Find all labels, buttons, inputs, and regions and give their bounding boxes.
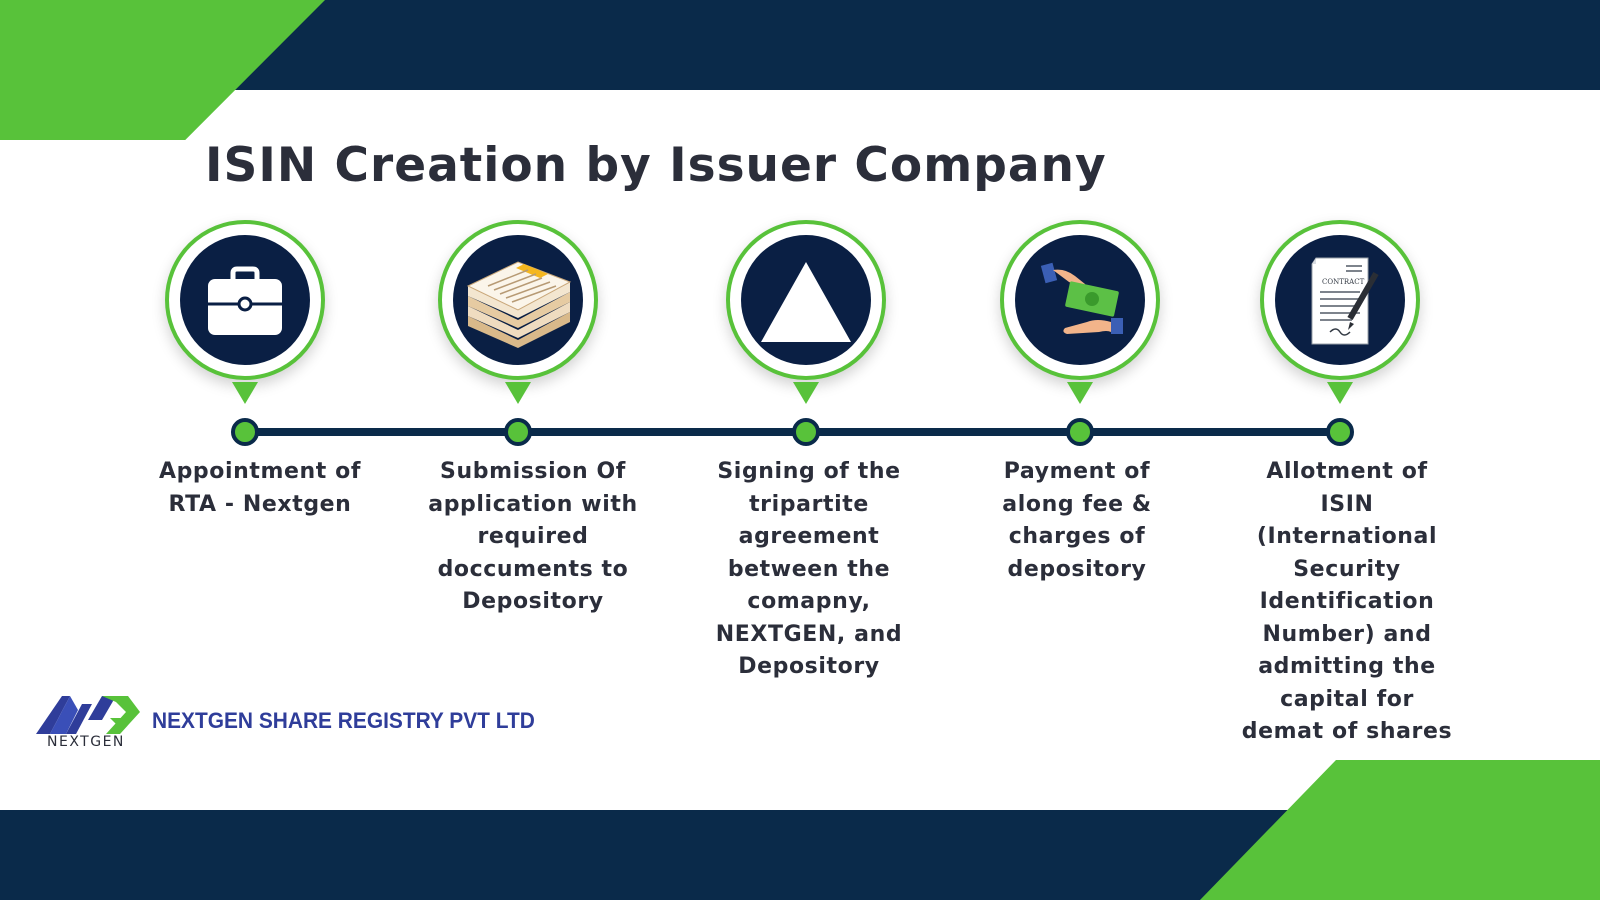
step-2-badge (438, 220, 598, 380)
step-1-label: Appointment of RTA - Nextgen (158, 459, 362, 517)
company-logo: NEXTGEN SHARE REGISTRY PVT LTD NEXTGEN (36, 690, 536, 760)
step-3-node (792, 418, 820, 446)
step-5-label: Allotment of ISIN (International Securit… (1241, 459, 1453, 744)
svg-text:CONTRACT: CONTRACT (1322, 278, 1365, 286)
logo-company-name: NEXTGEN SHARE REGISTRY PVT LTD (152, 708, 535, 733)
nextgen-logo-icon (36, 696, 140, 734)
money-handover-icon (1040, 262, 1123, 334)
step-1-node (231, 418, 259, 446)
step-2-node (504, 418, 532, 446)
contract-signing-icon: CONTRACT (1311, 257, 1379, 345)
step-2-pointer (505, 382, 531, 404)
step-3-pointer (793, 382, 819, 404)
document-stack-icon (466, 261, 572, 348)
step-1-pointer (232, 382, 258, 404)
step-4-badge (1000, 220, 1160, 380)
step-4-node (1066, 418, 1094, 446)
step-3-badge (726, 220, 886, 380)
step-4-pointer (1067, 382, 1093, 404)
step-2-label: Submission Of application with required … (428, 459, 638, 614)
step-4-label: Payment of along fee & charges of deposi… (1002, 459, 1152, 582)
step-5-pointer (1327, 382, 1353, 404)
page-title: ISIN Creation by Issuer Company (205, 138, 1107, 193)
step-1-badge (165, 220, 325, 380)
briefcase-icon (208, 266, 282, 335)
step-5-node (1326, 418, 1354, 446)
step-5-badge: CONTRACT (1260, 220, 1420, 380)
logo-brand-name: NEXTGEN (47, 734, 125, 750)
step-3-label: Signing of the tripartite agreement betw… (715, 459, 903, 679)
triangle-icon (761, 262, 851, 342)
